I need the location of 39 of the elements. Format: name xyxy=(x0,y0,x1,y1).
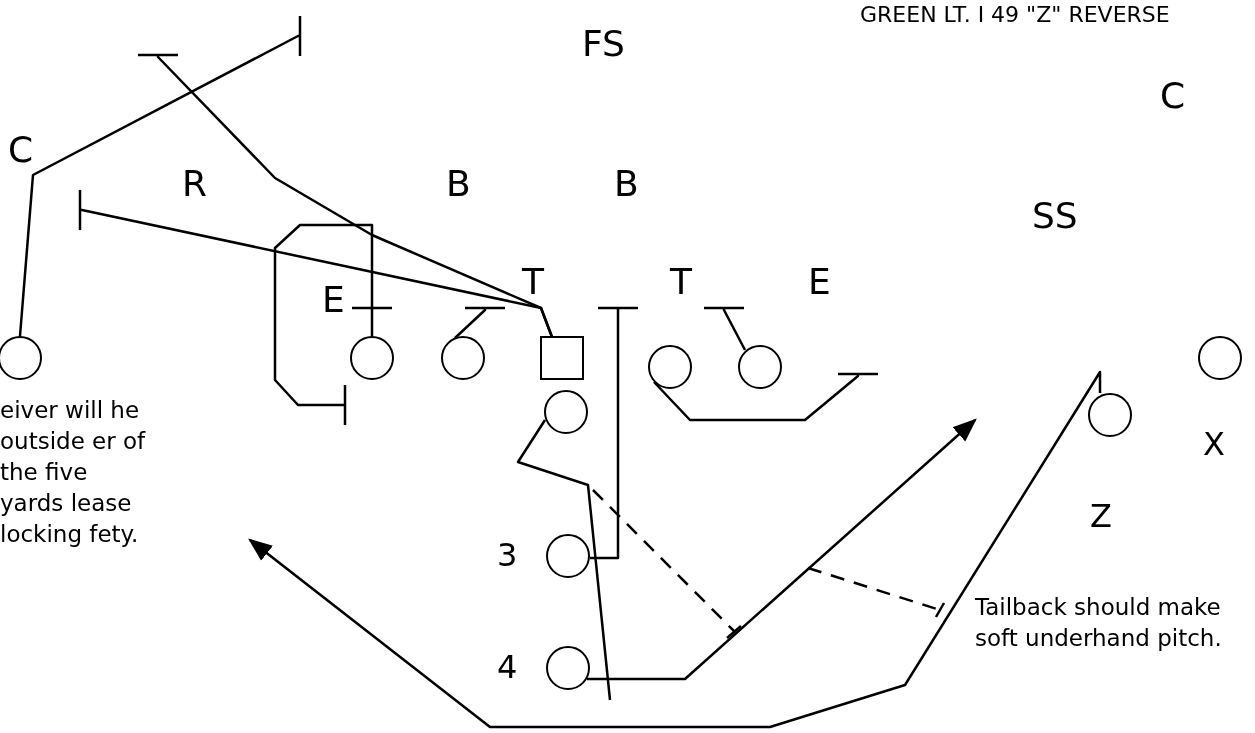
route-arrow xyxy=(587,418,977,681)
player-circle xyxy=(1088,393,1132,437)
blocking-route xyxy=(136,53,554,338)
player-circle xyxy=(546,646,590,690)
player-circle xyxy=(546,534,590,578)
center-square xyxy=(540,336,584,380)
player-label: Z xyxy=(1090,500,1112,532)
blocking-route xyxy=(273,223,374,427)
defender-label: SS xyxy=(1032,198,1078,234)
player-circle xyxy=(648,345,692,389)
defender-label: E xyxy=(322,282,345,318)
player-circle xyxy=(738,345,782,389)
player-circle xyxy=(350,336,394,380)
route-arrow xyxy=(248,370,1102,729)
blocking-route xyxy=(653,372,880,422)
blocking-route xyxy=(18,14,302,337)
player-label: X xyxy=(1203,428,1225,460)
defender-label: R xyxy=(182,166,207,202)
player-circle xyxy=(441,336,485,380)
player-label: 3 xyxy=(497,539,518,571)
defender-label: B xyxy=(614,166,639,202)
defender-label: E xyxy=(808,264,831,300)
coaching-note: Tailback should make soft underhand pitch. xyxy=(975,593,1223,653)
blocking-route xyxy=(702,306,747,351)
blocking-route xyxy=(590,306,640,560)
defender-label: C xyxy=(1160,78,1186,114)
player-circle xyxy=(1198,336,1242,380)
route-line xyxy=(516,419,612,701)
defender-label: B xyxy=(446,166,471,202)
player-circle xyxy=(0,336,42,380)
defender-label: T xyxy=(670,264,692,300)
defender-label: T xyxy=(522,264,544,300)
player-circle xyxy=(544,390,588,434)
player-label: 4 xyxy=(497,651,518,683)
play-title: GREEN LT. I 49 "Z" REVERSE xyxy=(860,4,1170,26)
coaching-note: eiver will he outside er of the five yards lease locking fety. xyxy=(0,396,147,549)
defender-label: FS xyxy=(582,26,625,62)
defender-label: C xyxy=(8,132,34,168)
blocking-route xyxy=(454,306,507,339)
